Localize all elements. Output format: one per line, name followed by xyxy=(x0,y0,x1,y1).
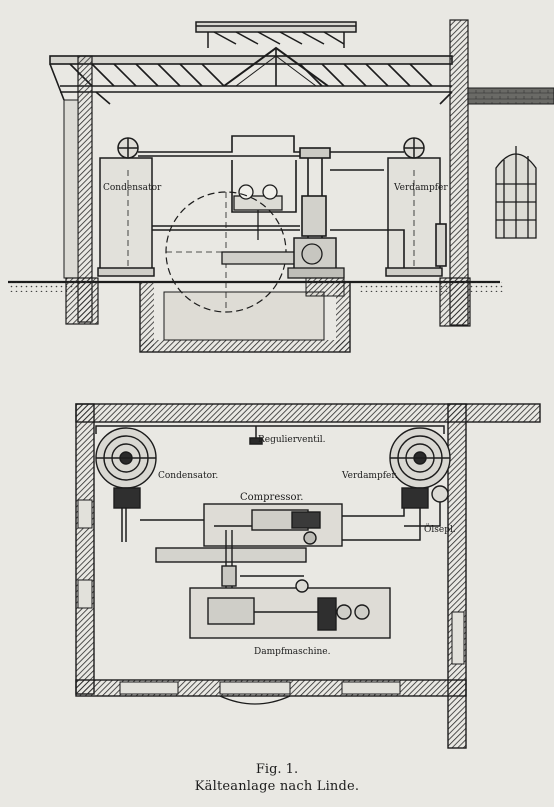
plan-label-oelsepl: Ölsepl. xyxy=(424,523,456,535)
plan-compressor xyxy=(203,503,343,547)
plan-steam-engine xyxy=(189,579,391,639)
condensator-tank xyxy=(97,137,155,277)
plan-verdampfer-coil xyxy=(389,427,451,509)
roof-lantern xyxy=(195,21,357,48)
plan-label-regulierventil: Regulierventil. xyxy=(258,435,326,445)
ground-and-foundation xyxy=(8,277,504,353)
pressure-gauges xyxy=(233,184,283,240)
plan-label-verdampfer: Verdampfer. xyxy=(341,471,398,481)
figure-number: Fig. 1. xyxy=(255,762,299,777)
elevation-label-verdampfer: Verdampfer xyxy=(393,183,448,193)
plan-drawing: Regulierventil. Condensator. Verdampfer.… xyxy=(75,403,541,749)
compressor-flywheel xyxy=(165,191,345,313)
elevation-label-condensator: Condensator xyxy=(103,183,162,193)
plan-piping xyxy=(95,425,445,542)
figure-title: Kälteanlage nach Linde. xyxy=(194,779,360,794)
plan-shaft xyxy=(155,530,307,604)
plan-label-compressor: Compressor. xyxy=(240,492,303,503)
verdampfer-tank xyxy=(385,137,443,277)
plan-condensator-coil xyxy=(95,427,157,509)
elevation-drawing: Condensator Verdampfer xyxy=(8,19,554,353)
plan-walls xyxy=(75,403,541,749)
arched-window xyxy=(495,146,537,239)
plan-label-condensator: Condensator. xyxy=(158,471,218,481)
roof-truss xyxy=(49,46,453,105)
elevation-piping xyxy=(138,135,447,268)
figure-caption: Fig. 1. Kälteanlage nach Linde. xyxy=(0,762,554,796)
plan-label-dampfmaschine: Dampfmaschine. xyxy=(254,647,331,657)
